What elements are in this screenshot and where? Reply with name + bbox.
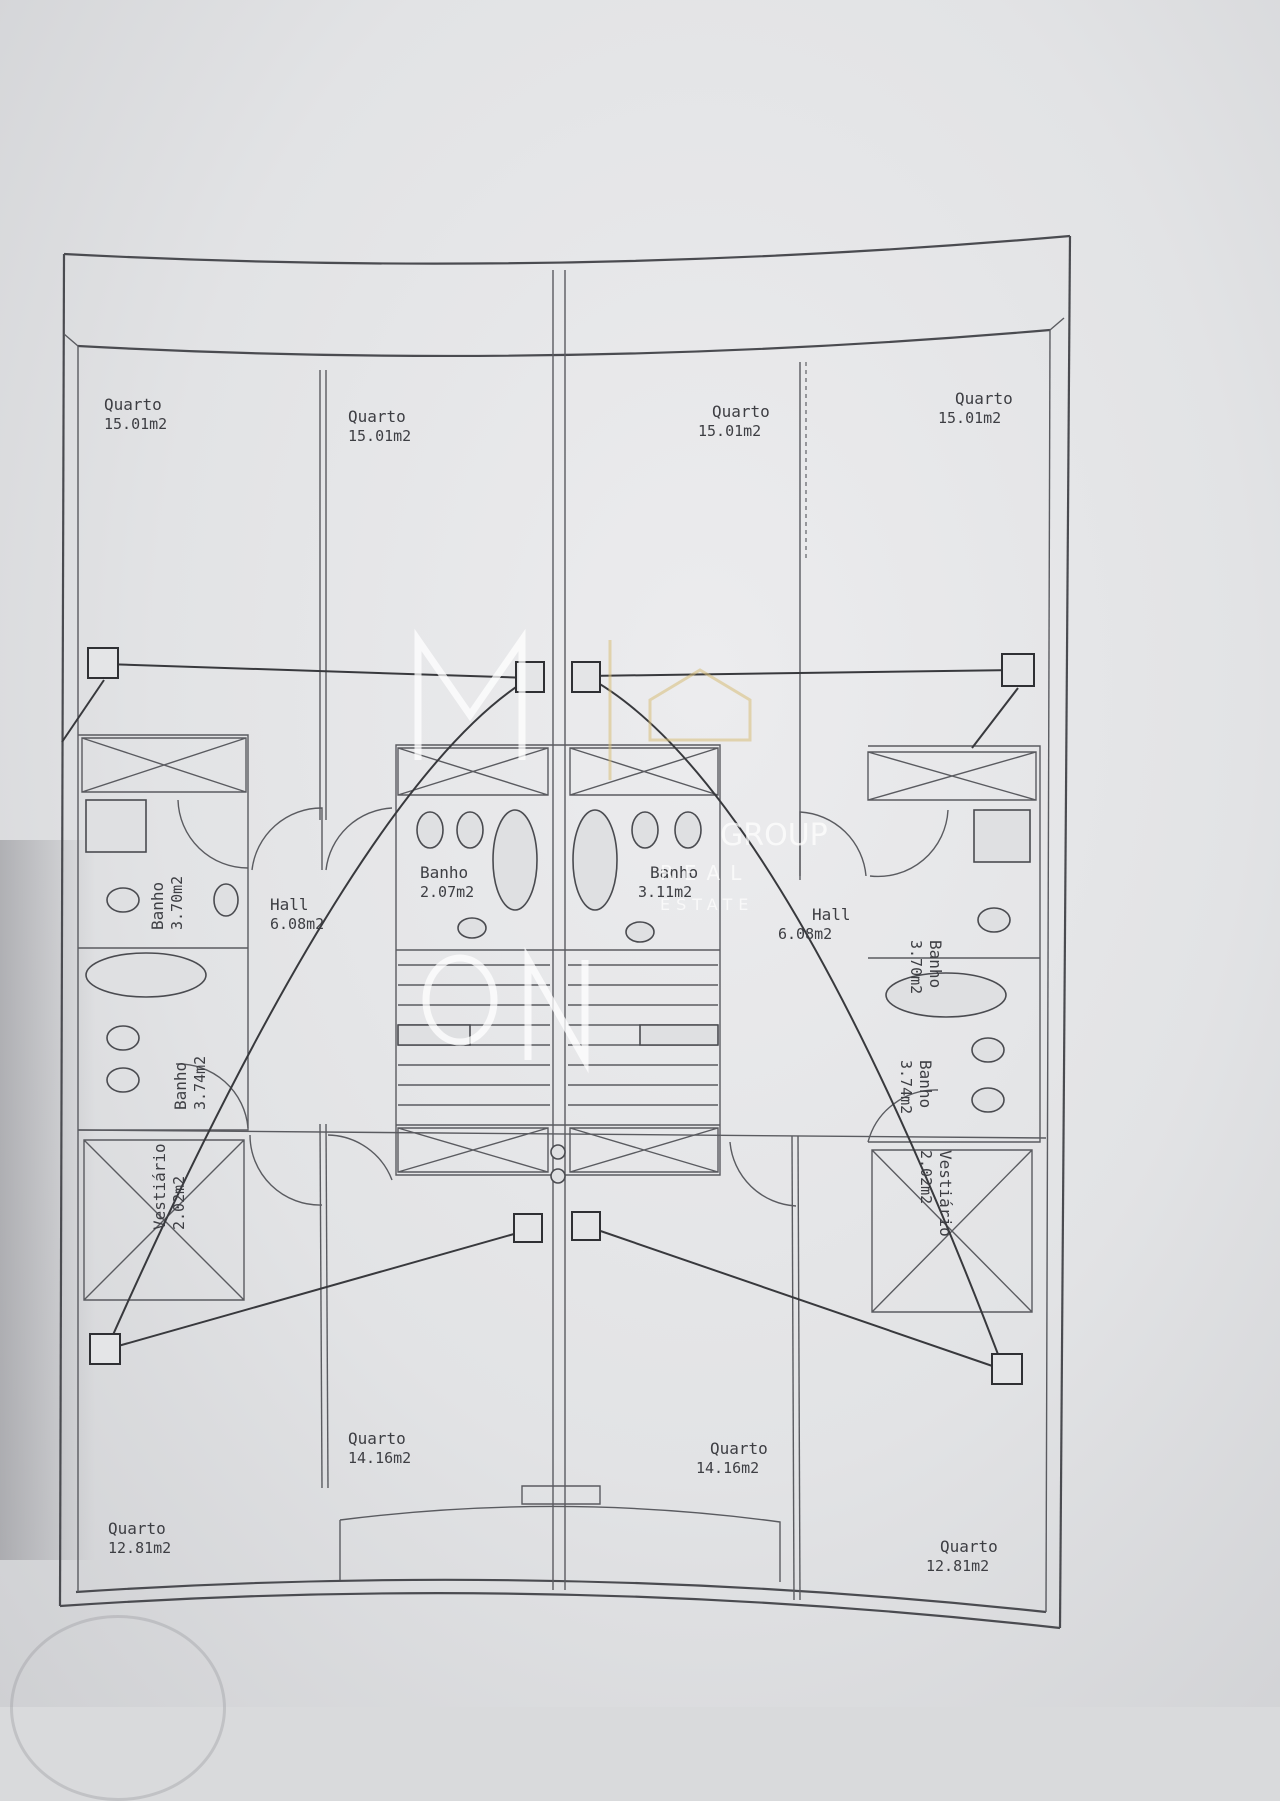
doors	[175, 799, 949, 1207]
watermark-text: REAL	[660, 861, 751, 885]
room-label: Banho3.74m2	[171, 1056, 209, 1110]
outer-walls	[58, 234, 1072, 1630]
watermark-text: GROUP	[720, 818, 828, 853]
room-label: Banho3.70m2	[907, 940, 945, 994]
fixtures	[85, 799, 1031, 1184]
partitions	[77, 270, 1047, 1601]
watermark-text: ESTATE	[660, 895, 754, 914]
paper-shadow	[0, 840, 95, 1560]
watermark-logo: GROUP REAL ESTATE	[414, 628, 828, 1074]
wiring	[61, 647, 1035, 1385]
room-label: Banho3.74m2	[897, 1060, 935, 1114]
room-label: Banho3.70m2	[148, 876, 186, 930]
paper-sheet	[0, 0, 1280, 1707]
room-label: Vestiário2.02m2	[917, 1150, 955, 1237]
cabinets	[81, 737, 1037, 1313]
balcony	[339, 1485, 781, 1582]
room-label: Vestiário2.02m2	[150, 1143, 188, 1230]
